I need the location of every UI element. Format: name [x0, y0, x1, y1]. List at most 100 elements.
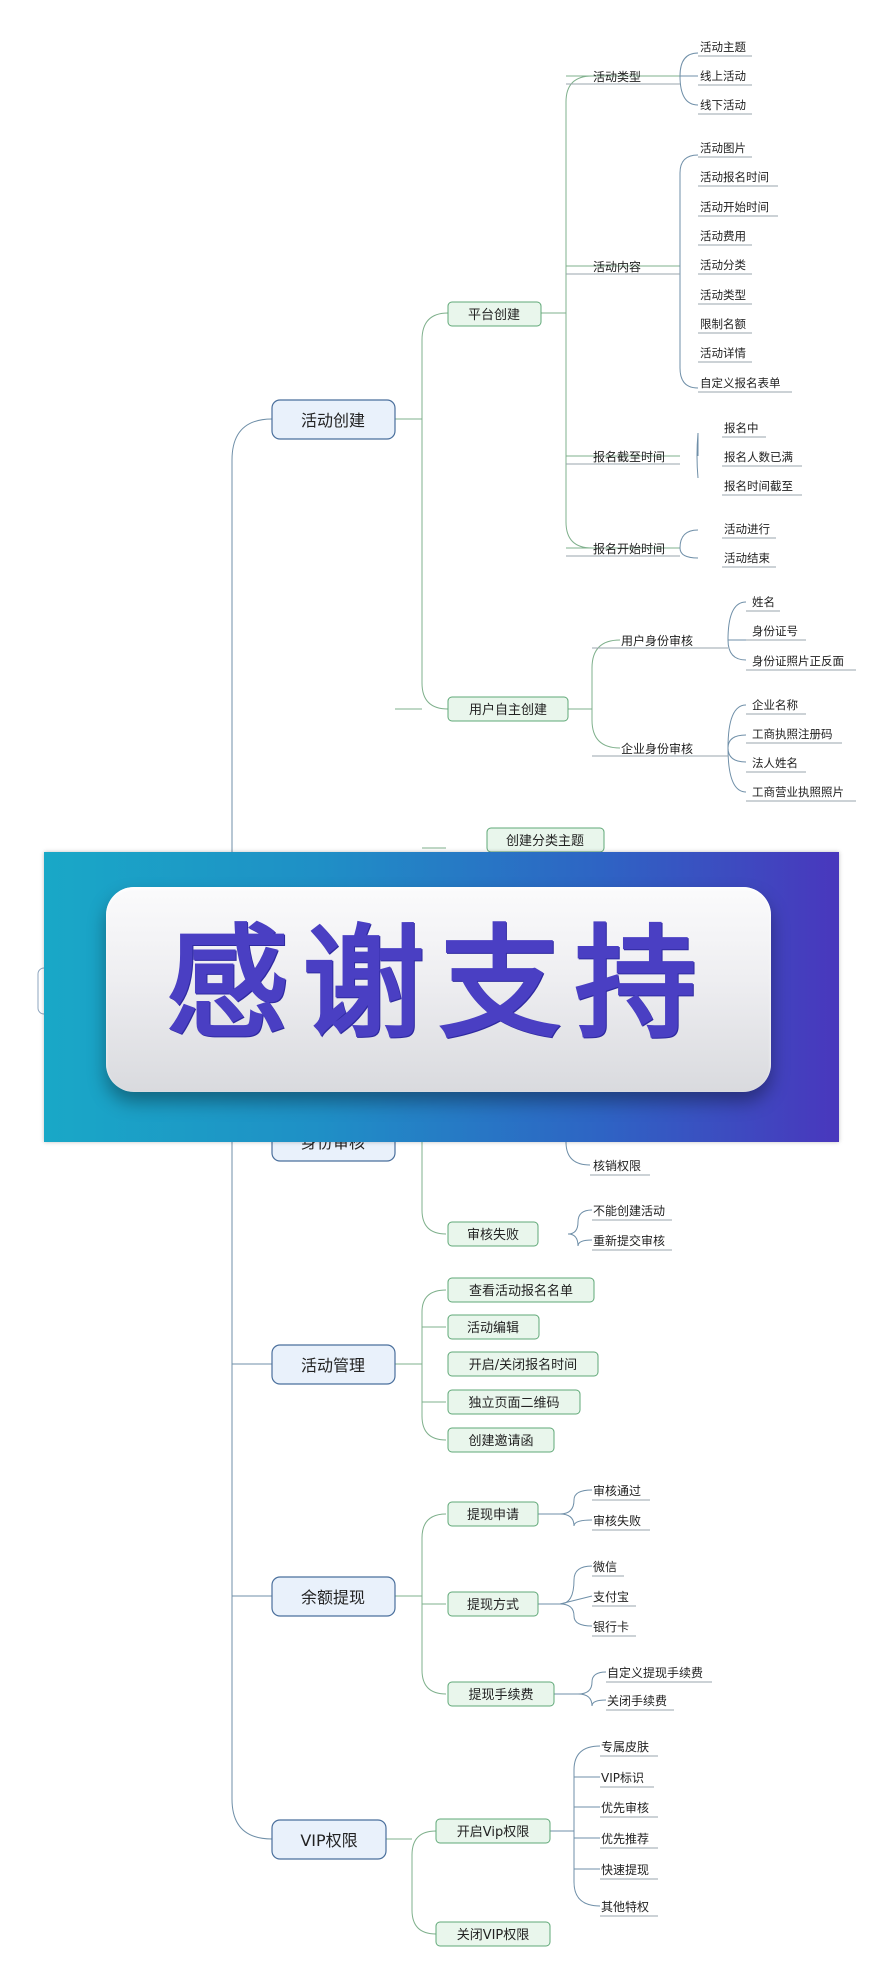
svg-text:活动进行: 活动进行 [724, 522, 770, 536]
svg-text:活动开始时间: 活动开始时间 [700, 200, 769, 214]
label-id-photo[interactable]: 身份证照片正反面 [752, 654, 844, 668]
node-standalone-qr[interactable]: 独立页面二维码 [447, 1389, 581, 1415]
label-activity-type[interactable]: 活动类型 [593, 70, 641, 84]
branch-line [577, 1693, 607, 1707]
node-withdraw-method[interactable]: 提现方式 [447, 1591, 539, 1617]
label-fast-withdraw[interactable]: 快速提现 [601, 1862, 649, 1877]
node-balance-withdraw[interactable]: 余额提现 [271, 1576, 396, 1617]
branch-line [727, 704, 747, 749]
leaf-underlines [566, 55, 856, 1917]
svg-text:审核通过: 审核通过 [593, 1483, 641, 1498]
branch-line [565, 75, 593, 549]
label-review-pass[interactable]: 审核通过 [593, 1483, 641, 1498]
label-legal-name[interactable]: 法人姓名 [752, 756, 798, 770]
label-activity-topic[interactable]: 活动主题 [700, 40, 746, 54]
node-user-create[interactable]: 用户自主创建 [447, 696, 569, 722]
svg-text:活动费用: 活动费用 [700, 229, 746, 243]
svg-text:提现申请: 提现申请 [467, 1507, 519, 1523]
node-withdraw-apply[interactable]: 提现申请 [447, 1501, 539, 1527]
branch-line [567, 1233, 593, 1247]
label-vip-badge[interactable]: VIP标识 [601, 1771, 644, 1785]
node-toggle-signup-time[interactable]: 开启/关闭报名时间 [447, 1351, 599, 1377]
label-company-name[interactable]: 企业名称 [752, 698, 798, 712]
label-activity-type2[interactable]: 活动类型 [700, 288, 746, 302]
label-close-fee[interactable]: 关闭手续费 [607, 1694, 667, 1708]
label-resubmit[interactable]: 重新提交审核 [593, 1233, 665, 1248]
label-online-activity[interactable]: 线上活动 [700, 69, 746, 83]
node-open-vip[interactable]: 开启Vip权限 [435, 1818, 551, 1844]
label-company-identity-review[interactable]: 企业身份审核 [621, 741, 693, 756]
branch-line [679, 75, 699, 106]
svg-text:自定义报名表单: 自定义报名表单 [700, 376, 781, 390]
label-signup-closed[interactable]: 报名时间截至 [724, 479, 793, 493]
svg-text:报名截至时间: 报名截至时间 [593, 449, 665, 464]
label-signup-start[interactable]: 报名开始时间 [593, 541, 665, 556]
node-activity-manage[interactable]: 活动管理 [271, 1344, 396, 1385]
label-signing-up[interactable]: 报名中 [724, 421, 759, 435]
node-withdraw-fee[interactable]: 提现手续费 [447, 1681, 555, 1707]
node-close-vip[interactable]: 关闭VIP权限 [435, 1921, 551, 1947]
svg-text:工商执照注册码: 工商执照注册码 [752, 727, 833, 741]
label-activity-fee[interactable]: 活动费用 [700, 229, 746, 243]
label-custom-fee[interactable]: 自定义提现手续费 [607, 1665, 703, 1680]
svg-text:线下活动: 线下活动 [700, 98, 746, 112]
node-create-category-topic[interactable]: 创建分类主题 [486, 827, 605, 853]
label-review-fail[interactable]: 审核失败 [593, 1513, 641, 1528]
label-activity-detail[interactable]: 活动详情 [700, 346, 746, 360]
node-review-fail[interactable]: 审核失败 [447, 1221, 539, 1247]
label-verify-permission[interactable]: 核销权限 [593, 1159, 641, 1173]
svg-text:活动报名时间: 活动报名时间 [700, 170, 769, 184]
label-in-progress[interactable]: 活动进行 [724, 522, 770, 536]
svg-text:活动编辑: 活动编辑 [467, 1321, 519, 1336]
branch-line [679, 529, 699, 549]
node-activity-edit[interactable]: 活动编辑 [447, 1314, 540, 1340]
label-signup-full[interactable]: 报名人数已满 [724, 450, 793, 464]
label-offline-activity[interactable]: 线下活动 [700, 98, 746, 112]
label-custom-form[interactable]: 自定义报名表单 [700, 376, 781, 390]
label-activity-category[interactable]: 活动分类 [700, 258, 746, 272]
node-activity-create[interactable]: 活动创建 [271, 399, 396, 440]
label-wechat[interactable]: 微信 [593, 1560, 617, 1574]
svg-text:支付宝: 支付宝 [593, 1590, 629, 1604]
label-ended[interactable]: 活动结束 [724, 551, 770, 565]
label-business-license-photo[interactable]: 工商营业执照照片 [752, 785, 844, 799]
label-activity-image[interactable]: 活动图片 [700, 141, 746, 155]
thanks-banner-text: 感谢支持 [166, 913, 711, 1055]
node-create-invitation[interactable]: 创建邀请函 [447, 1427, 555, 1453]
svg-text:身份证号: 身份证号 [752, 624, 798, 638]
label-name[interactable]: 姓名 [752, 595, 775, 609]
label-cannot-create[interactable]: 不能创建活动 [593, 1204, 665, 1218]
svg-text:活动图片: 活动图片 [700, 141, 746, 155]
label-exclusive-skin[interactable]: 专属皮肤 [601, 1739, 649, 1754]
label-user-identity-review[interactable]: 用户身份审核 [621, 633, 693, 648]
svg-text:独立页面二维码: 独立页面二维码 [468, 1396, 559, 1411]
branch-line [727, 639, 747, 661]
label-limit-quota[interactable]: 限制名额 [700, 317, 746, 331]
thanks-banner: 感谢支持 [44, 852, 839, 1142]
label-activity-content[interactable]: 活动内容 [593, 259, 641, 274]
label-priority-review[interactable]: 优先审核 [601, 1800, 649, 1815]
label-other-privileges[interactable]: 其他特权 [601, 1899, 649, 1914]
label-signup-time[interactable]: 活动报名时间 [700, 170, 769, 184]
branch-line [567, 1209, 593, 1235]
svg-text:线上活动: 线上活动 [700, 69, 746, 83]
label-priority-recommend[interactable]: 优先推荐 [601, 1832, 649, 1846]
label-business-reg-no[interactable]: 工商执照注册码 [752, 727, 833, 741]
label-start-time[interactable]: 活动开始时间 [700, 200, 769, 214]
node-platform-create[interactable]: 平台创建 [447, 301, 542, 327]
branch-line [679, 52, 699, 77]
branch-line [538, 1489, 593, 1515]
label-alipay[interactable]: 支付宝 [593, 1590, 629, 1604]
svg-text:关闭手续费: 关闭手续费 [607, 1694, 667, 1708]
svg-text:活动主题: 活动主题 [700, 40, 746, 54]
node-view-signup-list[interactable]: 查看活动报名名单 [447, 1277, 595, 1303]
svg-text:关闭VIP权限: 关闭VIP权限 [457, 1927, 530, 1943]
svg-text:活动类型: 活动类型 [700, 288, 746, 302]
node-vip[interactable]: VIP权限 [271, 1819, 387, 1860]
label-bank-card[interactable]: 银行卡 [593, 1620, 629, 1634]
label-id-number[interactable]: 身份证号 [752, 624, 798, 638]
label-signup-deadline[interactable]: 报名截至时间 [593, 449, 665, 464]
svg-text:活动管理: 活动管理 [301, 1356, 365, 1375]
svg-text:用户自主创建: 用户自主创建 [469, 702, 547, 718]
